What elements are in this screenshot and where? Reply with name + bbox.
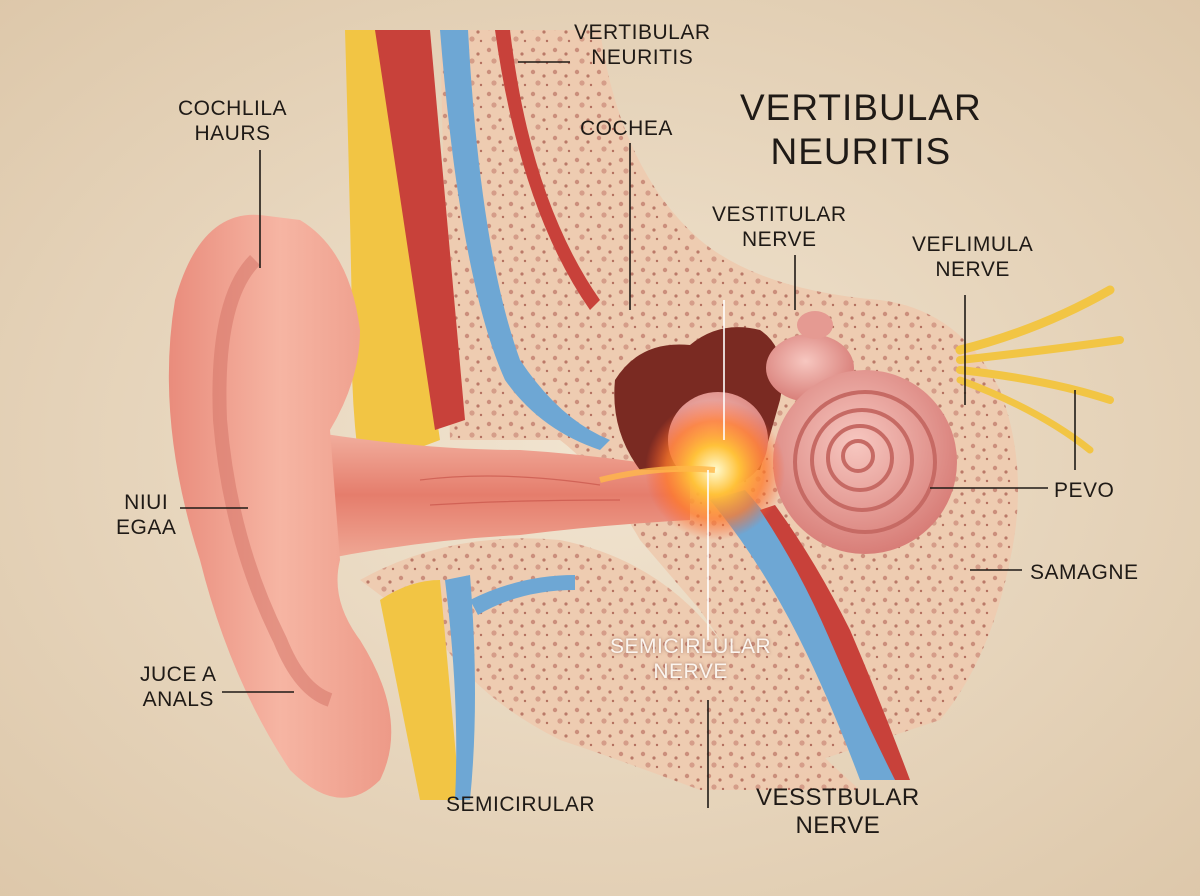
title-line-1: VERTIBULAR — [740, 86, 982, 130]
label-veflimula-nerve: VEFLIMULA NERVE — [912, 232, 1033, 282]
label-niui-egaa: NIUI EGAA — [116, 490, 176, 540]
label-samagne: SAMAGNE — [1030, 560, 1139, 585]
label-juce-anals: JUCE A ANALS — [140, 662, 217, 712]
label-top-center: VERTIBULAR NEURITIS — [574, 20, 711, 70]
label-pevo: PEVO — [1054, 478, 1114, 503]
label-semicirular: SEMICIRULAR — [446, 792, 595, 817]
label-cochlila: COCHLILA HAURS — [178, 96, 287, 146]
label-cochea: COCHEA — [580, 116, 673, 141]
label-vestitular-nerve: VESTITULAR NERVE — [712, 202, 847, 252]
title-line-2: NEURITIS — [740, 130, 982, 174]
cochlea-spiral — [773, 370, 957, 554]
label-semicirular-nerve: SEMICIRLULAR NERVE — [610, 634, 771, 684]
label-vesstbular-nerve: VESSTBULAR NERVE — [756, 784, 920, 840]
semicircular-top — [797, 311, 833, 339]
diagram-title: VERTIBULAR NEURITIS — [740, 86, 982, 174]
